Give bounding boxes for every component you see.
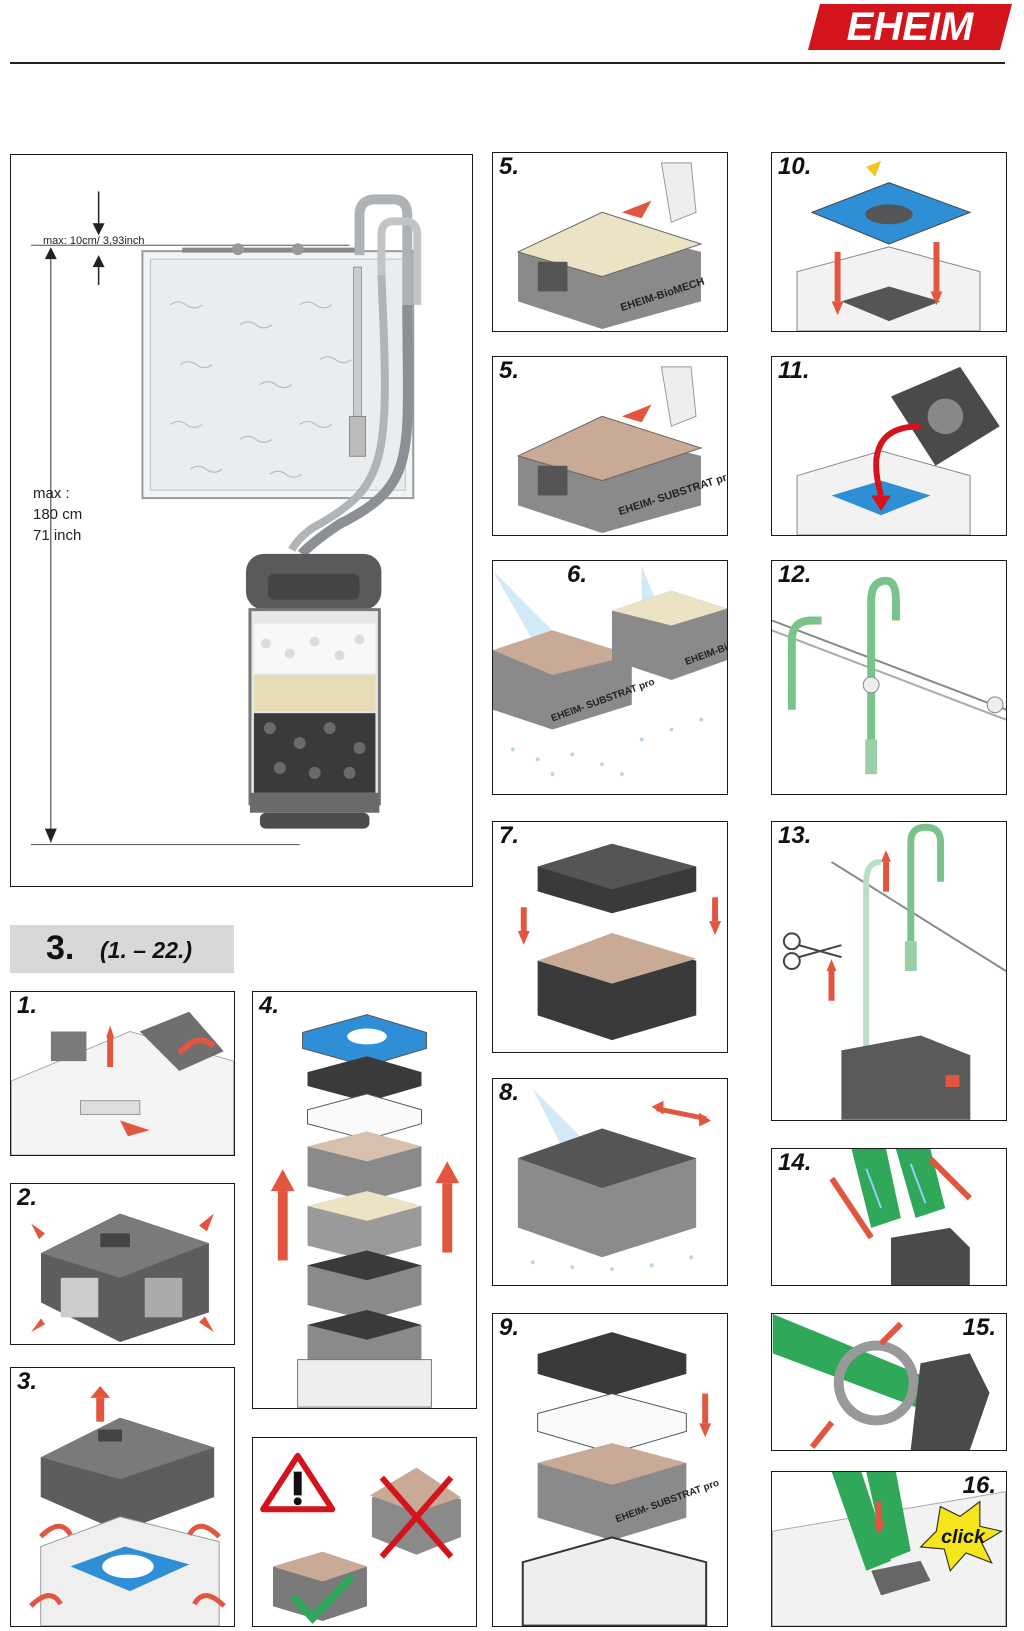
stack-basket-illustration: EHEIM- SUBSTRAT pro xyxy=(521,1332,721,1626)
step-7-panel: 7. xyxy=(492,821,728,1053)
step-10-panel: 10. xyxy=(771,152,1007,332)
step-5a-panel: EHEIM-BioMECH 5. xyxy=(492,152,728,332)
aquarium-setup-illustration xyxy=(30,191,422,846)
step-4-number: 4. xyxy=(259,992,280,1019)
step-10-number: 10. xyxy=(778,153,812,180)
step-3-number: 3. xyxy=(17,1368,38,1395)
secure-coupling-illustration xyxy=(772,1314,990,1450)
step-12-number: 12. xyxy=(778,561,812,588)
eheim-logo: EHEIM xyxy=(808,4,1012,50)
step-5a-number: 5. xyxy=(499,153,520,180)
step-1-panel: 1. xyxy=(10,991,235,1156)
step-6-number: 6. xyxy=(566,561,587,588)
step-8-panel: 8. xyxy=(492,1078,728,1286)
step-16-number: 16. xyxy=(962,1472,996,1499)
step-1-number: 1. xyxy=(17,992,38,1019)
max-height-label: max: 10cm/ 3,93inch xyxy=(43,235,145,247)
max-depth-label: max : 180 cm 71 inch xyxy=(33,485,83,544)
fill-biomech-illustration: EHEIM-BioMECH xyxy=(516,162,706,330)
step-8-number: 8. xyxy=(499,1079,520,1106)
attach-hose-illustration xyxy=(829,1149,972,1285)
logo-text: EHEIM xyxy=(847,5,975,49)
step-7-number: 7. xyxy=(499,822,520,849)
step-9-number: 9. xyxy=(499,1314,520,1341)
step-12-panel: 12. xyxy=(771,560,1007,795)
rinse-grid-illustration xyxy=(517,1088,712,1272)
step-6-panel: EHEIM- SUBSTRAT pro EHEIM-BioME 6. xyxy=(492,560,728,795)
click-burst-icon xyxy=(919,1500,1004,1572)
step-9-panel: EHEIM- SUBSTRAT pro 9. xyxy=(492,1313,728,1627)
step-11-number: 11. xyxy=(778,357,810,384)
fill-substrat-illustration: EHEIM- SUBSTRAT pro xyxy=(516,366,727,534)
step-15-number: 15. xyxy=(962,1314,996,1341)
place-blue-cover-illustration xyxy=(796,160,981,331)
overview-diagram: max: 10cm/ 3,93inch max : 180 cm 71 inch xyxy=(10,154,473,887)
click-text: click xyxy=(941,1526,986,1548)
hose-fittings-illustration xyxy=(772,576,1006,775)
step-2-panel: 2. xyxy=(10,1183,235,1345)
step-5b-number: 5. xyxy=(499,357,520,384)
section-range: (1. – 22.) xyxy=(100,937,193,963)
step-16-panel: click 16. xyxy=(771,1471,1007,1627)
step-15-panel: 15. xyxy=(771,1313,1007,1451)
step-3-panel: 3. xyxy=(10,1367,235,1627)
step-2-number: 2. xyxy=(17,1184,38,1211)
insert-grid-illustration xyxy=(517,843,722,1041)
rinse-baskets-illustration: EHEIM- SUBSTRAT pro EHEIM-BioME xyxy=(493,565,727,777)
overfill-warning-illustration xyxy=(260,1452,461,1624)
remove-lid-illustration xyxy=(29,1385,226,1626)
scissors-icon xyxy=(782,932,842,971)
step-14-panel: 14. xyxy=(771,1148,1007,1286)
click-coupling-illustration: click xyxy=(772,1472,1006,1626)
section-number: 3. xyxy=(46,929,75,967)
lift-lid-illustration xyxy=(31,1213,214,1343)
step-4-panel: 4. xyxy=(252,991,477,1409)
header-rule xyxy=(10,62,1005,64)
section-header: 3. (1. – 22.) xyxy=(10,925,234,973)
step-14-number: 14. xyxy=(778,1149,812,1176)
check-icon xyxy=(289,1573,355,1624)
step-13-number: 13. xyxy=(778,822,812,849)
warning-panel xyxy=(252,1437,477,1627)
insert-prefilter-illustration xyxy=(796,366,1000,535)
cut-hose-illustration xyxy=(782,823,1006,1120)
step-13-panel: 13. xyxy=(771,821,1007,1121)
step-5b-panel: EHEIM- SUBSTRAT pro 5. xyxy=(492,356,728,536)
unlock-clips-illustration xyxy=(11,1011,234,1155)
cross-icon xyxy=(379,1475,454,1559)
step-11-panel: 11. xyxy=(771,356,1007,536)
basket-stack-illustration xyxy=(270,1014,460,1408)
